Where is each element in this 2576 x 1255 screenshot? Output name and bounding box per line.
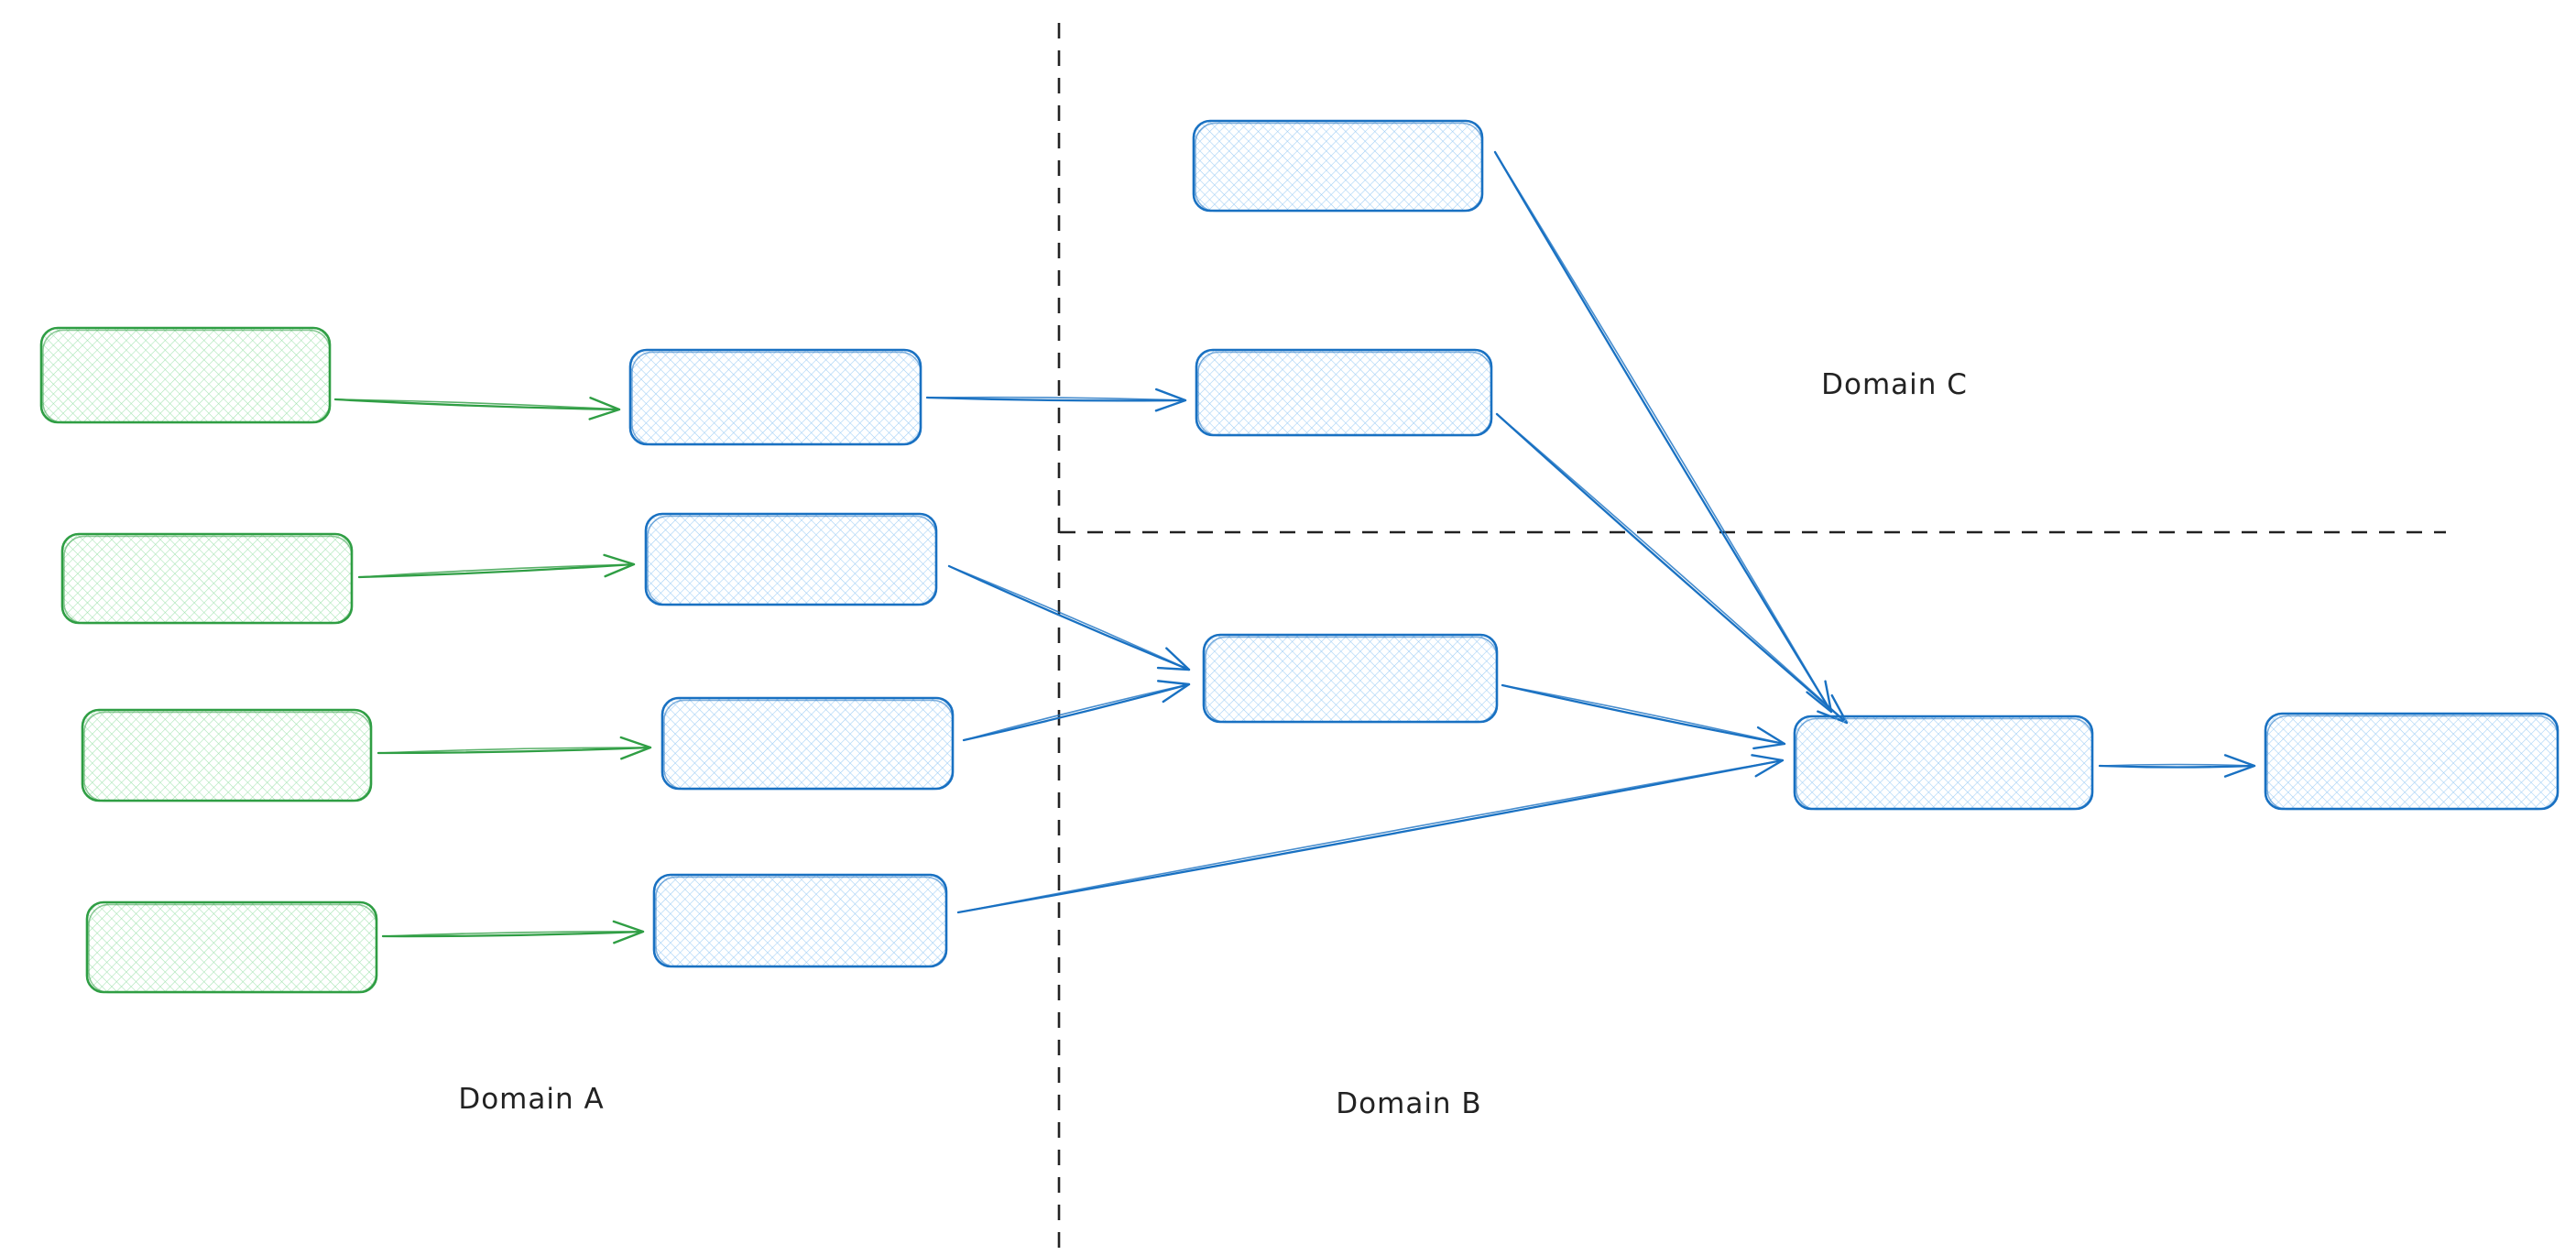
nodes-layer [39,119,2560,994]
node-b-final [2264,712,2560,811]
node-c-mid [1195,348,1493,437]
edge-c-mid-to-b-hub [1495,412,1849,725]
edge-proc-4-to-b-hub [956,754,1785,914]
domain-b-label: Domain B [1336,1087,1482,1120]
edge-b-hub-to-b-final [2098,754,2256,778]
edge-proc-3-to-b-mid [962,680,1191,742]
node-source-2 [60,532,354,625]
edge-source-3-to-proc-3 [377,736,652,760]
edge-source-2-to-proc-2 [357,553,636,579]
edge-b-mid-to-b-hub [1501,683,1786,750]
edge-proc-2-to-b-mid [947,564,1191,671]
node-c-top [1192,119,1484,213]
node-source-3 [81,708,373,802]
edge-c-top-to-b-hub [1493,150,1833,714]
node-b-hub [1793,715,2094,811]
node-source-4 [85,900,378,994]
node-source-1 [39,326,332,424]
node-proc-3 [660,696,955,791]
node-proc-2 [644,512,938,606]
node-b-mid [1202,633,1499,724]
domain-dividers [1057,23,2446,1248]
node-proc-1 [628,348,922,446]
edges-layer [333,150,2256,944]
domain-a-label: Domain A [458,1083,605,1116]
edge-source-1-to-proc-1 [333,397,621,420]
edge-proc-1-to-c-mid [925,387,1187,412]
node-proc-4 [652,873,948,968]
edge-source-4-to-proc-4 [381,920,645,944]
domain-c-label: Domain C [1821,368,1968,401]
